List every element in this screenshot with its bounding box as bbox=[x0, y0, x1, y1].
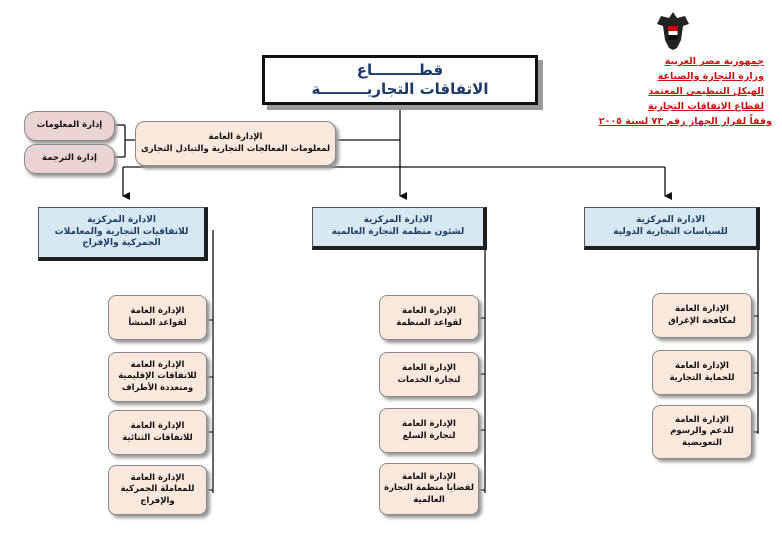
general-admin-line: لقواعد المنظمة bbox=[396, 317, 462, 328]
info-admin-line2: لمعلومات المعالجات التجارية والتبادل الت… bbox=[140, 143, 331, 154]
central-admin-line: الجمركية والإفراج bbox=[82, 238, 161, 249]
general-admin-line: لتجارة السلع bbox=[402, 430, 456, 441]
general-admin-line: والإفراج bbox=[140, 495, 175, 506]
general-admin-line: الإدارة العامة bbox=[130, 360, 185, 371]
general-admin-line: للحماية التجارية bbox=[669, 372, 735, 383]
central-admin-line: للسياسات التجارية الدولية bbox=[613, 227, 728, 237]
central-admin-agreements: الادارة المركزية للاتفاقيات التجارية وال… bbox=[38, 207, 208, 261]
general-admin-line: للدعم والرسوم bbox=[670, 426, 734, 437]
general-admin-line: الإدارة العامة bbox=[130, 421, 185, 432]
sector-title: قطـــــــــاع الاتفاقات التجاريـــــــــ… bbox=[262, 55, 538, 105]
general-admin-regional-agreements: الإدارة العامة للاتفاقات الإقليمية ومتعد… bbox=[108, 352, 207, 402]
general-admin-line: لقضايا منظمة التجارة bbox=[384, 483, 474, 494]
general-admin-subsidies-duties: الإدارة العامة للدعم والرسوم التعويضية bbox=[652, 405, 752, 459]
central-admin-line: الادارة المركزية bbox=[363, 215, 433, 226]
general-admin-anti-dumping: الإدارة العامة لمكافحة الإغراق bbox=[652, 293, 752, 338]
info-admin-line1: الإدارة العامة bbox=[208, 132, 263, 143]
general-admin-customs-clearance: الإدارة العامة للمعاملة الجمركية والإفرا… bbox=[108, 465, 207, 515]
general-admin-line: للمعاملة الجمركية bbox=[120, 484, 195, 495]
header-sector: لقطاع الاتفاقات التجارية bbox=[648, 101, 764, 112]
central-admin-line: للاتفاقيات التجارية والمعاملات bbox=[54, 226, 189, 237]
general-admin-line: الإدارة العامة bbox=[130, 473, 185, 484]
general-admin-trade-protection: الإدارة العامة للحماية التجارية bbox=[652, 350, 752, 395]
general-admin-line: الإدارة العامة bbox=[402, 419, 456, 430]
central-admin-wto: الادارة المركزية لشئون منظمة التجارة الع… bbox=[312, 207, 487, 250]
general-admin-line: الإدارة العامة bbox=[675, 415, 729, 426]
header-structure: الهيكل التنظيمي المعتمد bbox=[648, 86, 764, 97]
general-admin-bilateral-agreements: الإدارة العامة للاتفاقات الثنائية bbox=[108, 410, 207, 455]
central-admin-trade-policies: الادارة المركزية للسياسات التجارية الدول… bbox=[584, 207, 760, 250]
central-admin-line: لشئون منظمة التجارة العالمية bbox=[331, 227, 465, 237]
general-admin-line: لقواعد المنشأ bbox=[128, 317, 187, 328]
general-admin-goods-trade: الإدارة العامة لتجارة السلع bbox=[379, 408, 479, 453]
general-admin-rules-of-origin: الإدارة العامة لقواعد المنشأ bbox=[108, 295, 207, 340]
general-admin-line: الإدارة العامة bbox=[402, 363, 456, 374]
general-admin-line: التعويضية bbox=[682, 437, 722, 448]
sector-title-line2: الاتفاقات التجاريـــــــــة bbox=[311, 80, 489, 98]
general-admin-services-trade: الإدارة العامة لتجارة الخدمات bbox=[379, 352, 479, 397]
info-general-admin: الإدارة العامة لمعلومات المعالجات التجار… bbox=[135, 121, 336, 166]
general-admin-line: العالمية bbox=[413, 494, 445, 505]
general-admin-line: الإدارة العامة bbox=[402, 472, 456, 483]
general-admin-wto-rules: الإدارة العامة لقواعد المنظمة bbox=[379, 295, 479, 340]
header-decree: وفقاً لقرار الجهاز رقم ٧٣ لسنة ٢٠٠٥ bbox=[598, 116, 772, 127]
general-admin-wto-disputes: الإدارة العامة لقضايا منظمة التجارة العا… bbox=[379, 463, 479, 515]
central-admin-line: الادارة المركزية bbox=[636, 215, 705, 226]
general-admin-line: للاتفاقات الثنائية bbox=[122, 432, 193, 443]
header-ministry: وزارة التجارة والصناعة bbox=[657, 71, 764, 82]
general-admin-line: الإدارة العامة bbox=[402, 306, 456, 317]
header-country: جمهورية مصر العربية bbox=[664, 56, 764, 67]
general-admin-line: لمكافحة الإغراق bbox=[668, 315, 736, 326]
eagle-emblem-icon bbox=[655, 10, 691, 52]
sector-title-line1: قطـــــــــاع bbox=[356, 60, 444, 79]
general-admin-line: لتجارة الخدمات bbox=[397, 374, 461, 385]
general-admin-line: ومتعددة الأطراف bbox=[121, 382, 194, 393]
general-admin-line: للاتفاقات الإقليمية bbox=[118, 371, 197, 382]
general-admin-line: الإدارة العامة bbox=[675, 304, 729, 315]
general-admin-line: الإدارة العامة bbox=[675, 361, 729, 372]
side-unit-translation: إدارة الترجمة bbox=[24, 144, 115, 174]
side-unit-information: إدارة المعلومات bbox=[24, 111, 115, 141]
general-admin-line: الإدارة العامة bbox=[130, 306, 185, 317]
central-admin-line: الادارة المركزية bbox=[87, 214, 156, 225]
